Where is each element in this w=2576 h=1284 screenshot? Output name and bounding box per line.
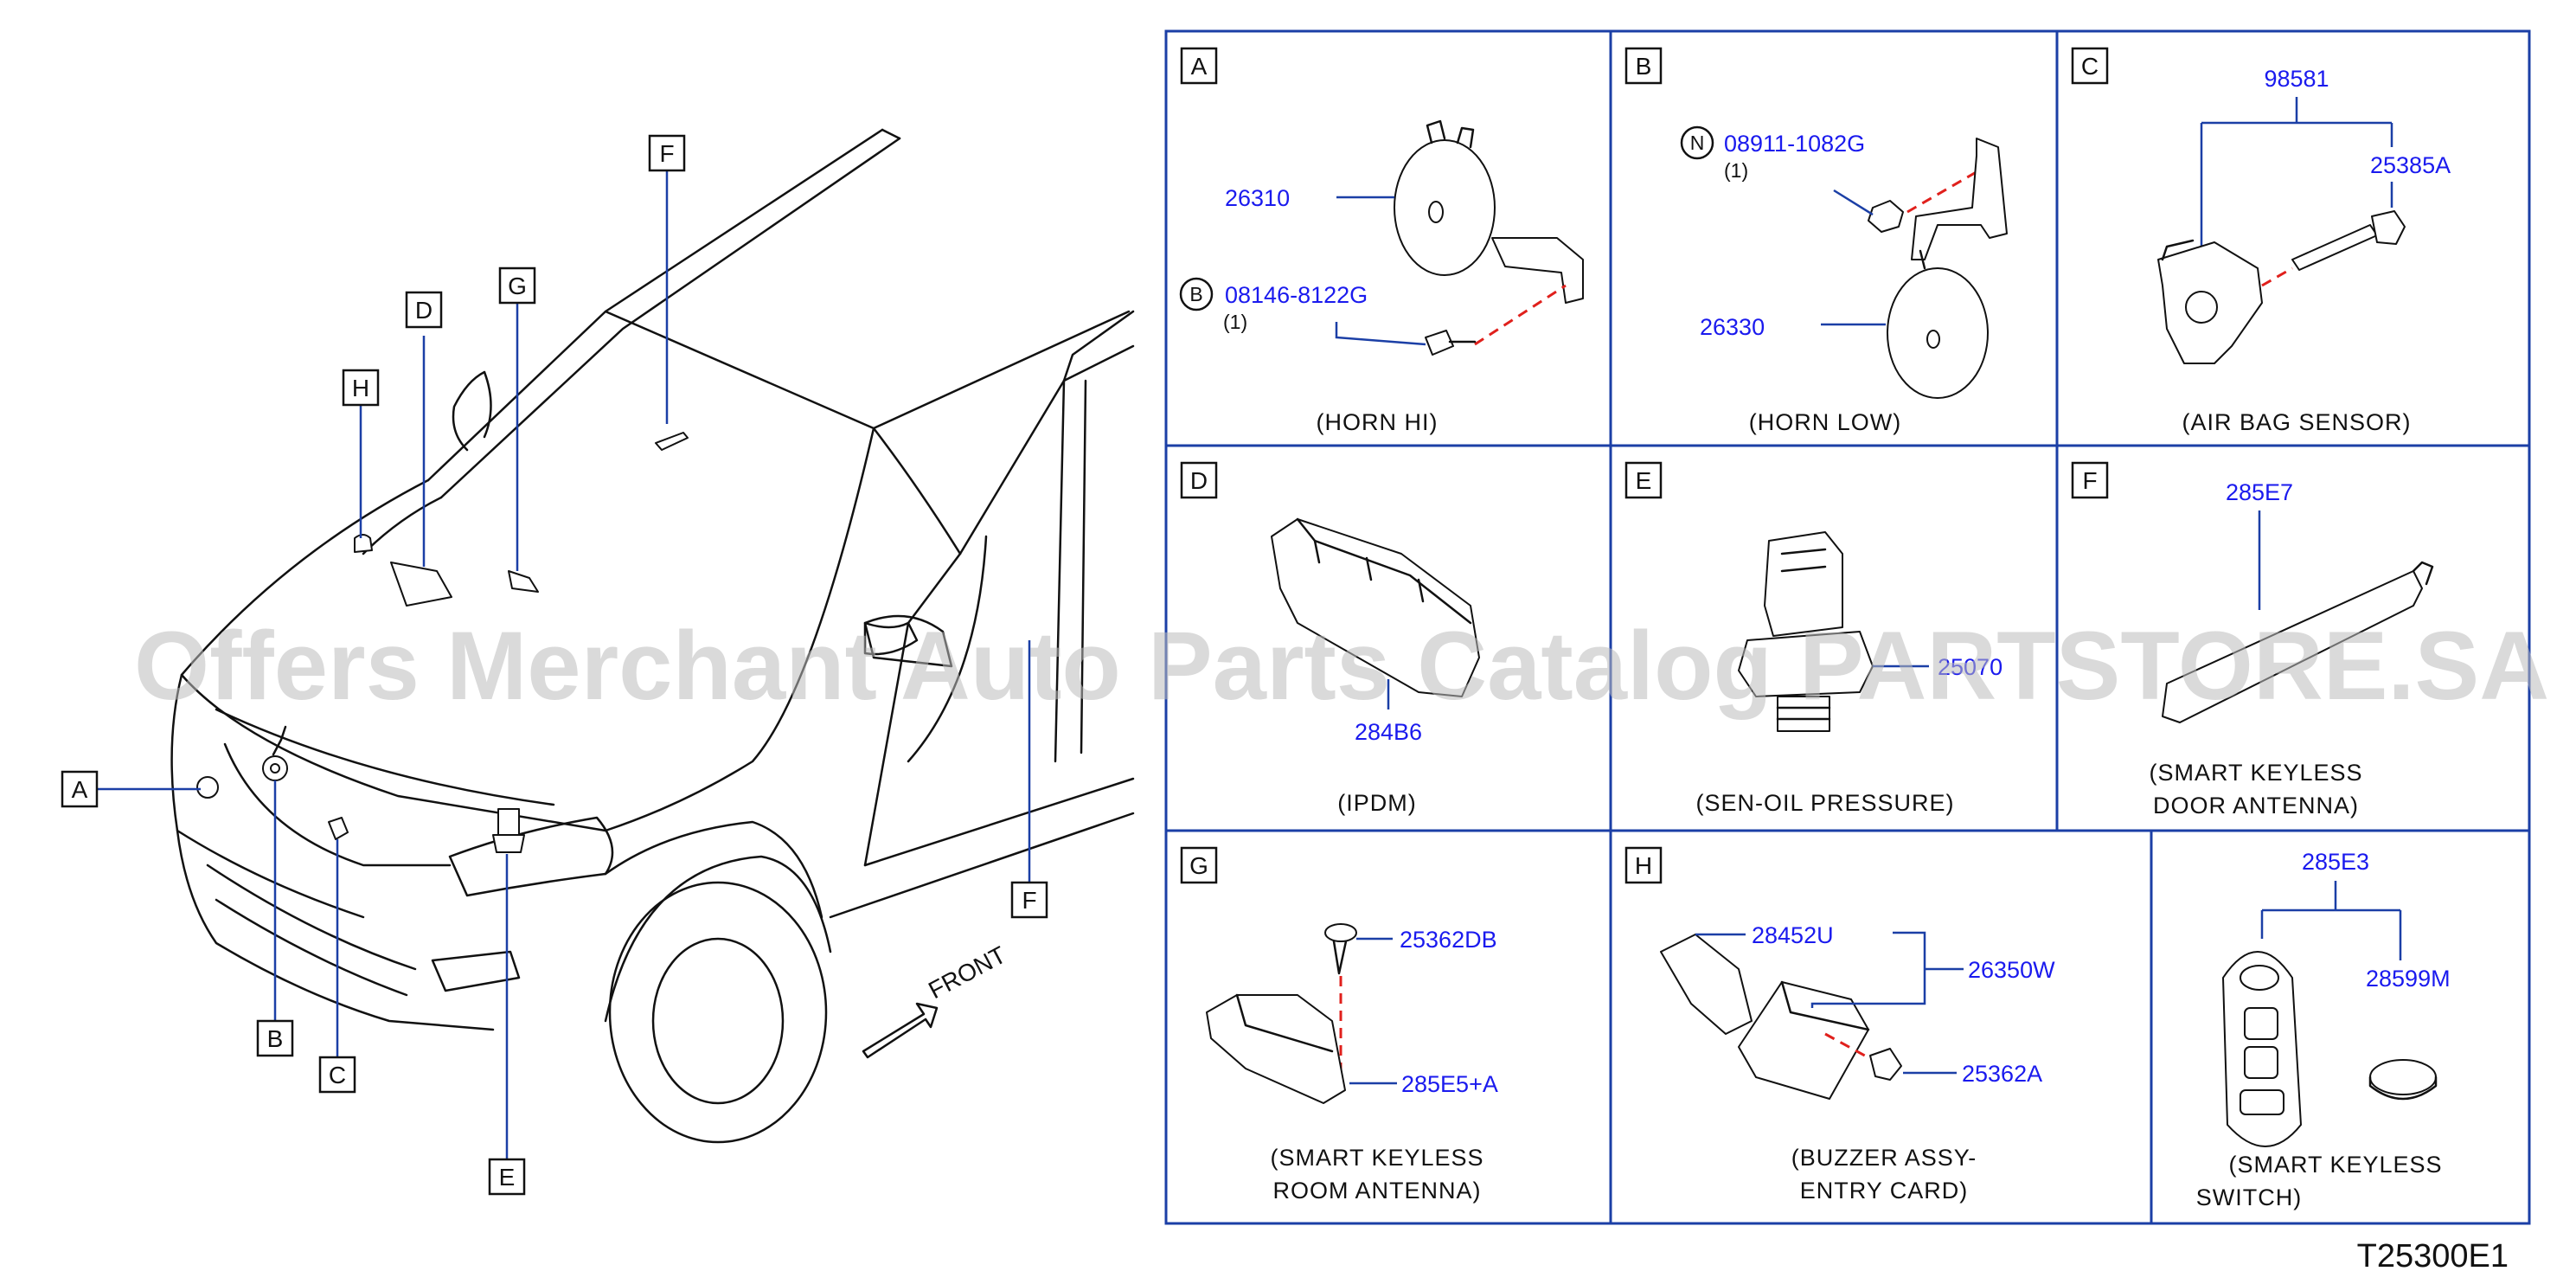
panel-h-caption-line-1: (BUZZER ASSY- [1791, 1145, 1977, 1171]
callout-d: D [415, 297, 433, 324]
panel-b-qty: (1) [1724, 159, 1748, 182]
panel-a-bolt-type: B [1189, 283, 1202, 305]
panel-d-ipdm: D 284B6 (IPDM) [1180, 461, 1480, 816]
part-number-26310: 26310 [1225, 185, 1290, 211]
panel-b-nut-type: N [1690, 132, 1705, 154]
panel-d-letter: D [1190, 467, 1208, 494]
callout-f-roof: F [659, 140, 674, 167]
panel-d-caption: (IPDM) [1337, 790, 1416, 816]
panel-g-caption-line-2: ROOM ANTENNA) [1272, 1178, 1481, 1204]
panel-f-door-antenna: F 285E7 (SMART KEYLESS DOOR ANTENNA) [2071, 461, 2434, 819]
part-number-28452U: 28452U [1752, 922, 1834, 948]
panel-c-letter: C [2081, 53, 2099, 80]
panel-b-caption: (HORN LOW) [1749, 409, 1901, 435]
panel-h-letter: H [1635, 852, 1652, 879]
panel-i-caption-line-1: (SMART KEYLESS [2228, 1152, 2442, 1178]
callout-a: A [72, 776, 88, 803]
part-number-08911-1082G: 08911-1082G [1724, 131, 1865, 157]
panel-i-caption-line-2: SWITCH) [2196, 1184, 2302, 1210]
part-number-285E3: 285E3 [2302, 849, 2369, 875]
panel-c-caption: (AIR BAG SENSOR) [2182, 409, 2411, 435]
drawing-code: T25300E1 [2357, 1238, 2509, 1274]
panel-c-air-bag-sensor: C 98581 25385A (AIR BAG SENSOR) [2071, 47, 2451, 435]
part-number-25385A: 25385A [2370, 152, 2451, 178]
part-number-25070: 25070 [1938, 654, 2002, 680]
panel-a-letter: A [1191, 53, 1208, 80]
panel-g-letter: G [1189, 852, 1208, 879]
callout-f-door: F [1022, 887, 1036, 914]
watermark: Offers Merchant Auto Parts Catalog PARTS… [134, 612, 2549, 720]
part-number-25362A: 25362A [1962, 1061, 2042, 1087]
callout-e: E [499, 1164, 516, 1191]
panel-h-buzzer: H 28452U 26350W 25362A (BUZZER ASSY- ENT… [1624, 846, 2055, 1204]
panel-a-horn-hi: A 26310 B 08146-8122G (1) (HORN HI) [1179, 47, 1584, 435]
panel-f-caption-line-1: (SMART KEYLESS [2149, 760, 2362, 786]
callout-b: B [267, 1025, 284, 1052]
part-number-285E5+A: 285E5+A [1401, 1071, 1498, 1097]
front-label: FRONT [924, 941, 1010, 1005]
callout-g: G [508, 273, 527, 299]
panel-f-caption-line-2: DOOR ANTENNA) [2153, 793, 2359, 819]
panel-g-caption-line-1: (SMART KEYLESS [1270, 1145, 1483, 1171]
coin-battery-icon [2369, 1059, 2437, 1095]
panel-f-letter: F [2082, 467, 2097, 494]
part-number-98581: 98581 [2264, 66, 2329, 92]
part-number-08146-8122G: 08146-8122G [1225, 282, 1368, 308]
panel-a-qty: (1) [1223, 311, 1247, 333]
panel-h-caption-line-2: ENTRY CARD) [1800, 1178, 1969, 1204]
panel-b-horn-low: B N 08911-1082G (1) 26330 (HORN LOW) [1624, 47, 2008, 435]
part-number-26350W: 26350W [1968, 957, 2055, 983]
front-arrow-icon [862, 1002, 939, 1059]
panel-e-letter: E [1636, 467, 1652, 494]
panel-i-smart-keyless-switch: 285E3 28599M (SMART KEYLESS SWITCH) [2196, 849, 2451, 1210]
part-number-26330: 26330 [1700, 314, 1765, 340]
part-number-284B6: 284B6 [1355, 719, 1422, 745]
panel-g-room-antenna: G 25362DB 285E5+A (SMART KEYLESS ROOM AN… [1180, 846, 1498, 1204]
callout-c: C [329, 1062, 346, 1088]
panel-e-caption: (SEN-OIL PRESSURE) [1695, 790, 1954, 816]
panel-b-letter: B [1636, 53, 1652, 80]
vehicle-illustration: A B C D E F F G H FRONT [61, 128, 1135, 1196]
parts-panel-grid [1164, 29, 2531, 1225]
part-number-285E7: 285E7 [2226, 479, 2293, 505]
panel-a-caption: (HORN HI) [1317, 409, 1439, 435]
callout-h: H [352, 375, 369, 401]
panel-e-oil-pressure-sensor: E 25070 (SEN-OIL PRESSURE) [1624, 461, 2002, 816]
part-number-25362DB: 25362DB [1400, 927, 1497, 953]
part-number-28599M: 28599M [2366, 966, 2451, 992]
